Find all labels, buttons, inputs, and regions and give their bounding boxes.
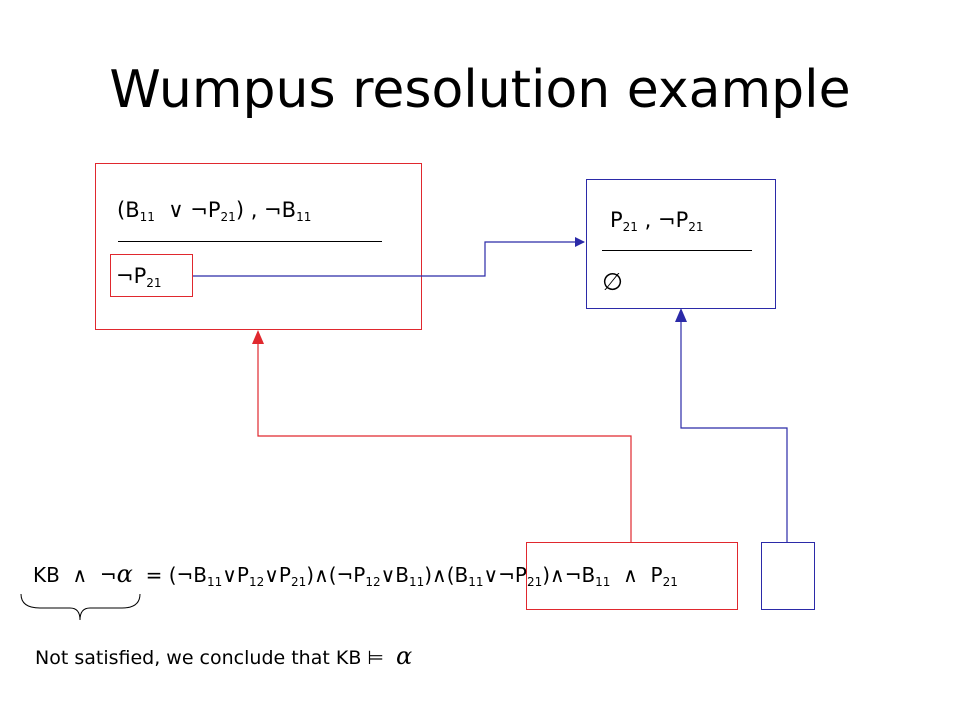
left-box-result-frame <box>110 254 193 297</box>
red-connector <box>257 344 632 542</box>
arrow-result-to-right-box <box>193 237 585 277</box>
kb-brace <box>20 593 141 621</box>
resolution-box-left <box>95 163 422 330</box>
empty-set-symbol: ∅ <box>602 268 623 296</box>
right-box-divider <box>602 250 752 251</box>
clause-frame-red <box>526 542 738 610</box>
slide-title: Wumpus resolution example <box>109 60 851 120</box>
clause-frame-blue <box>761 542 815 610</box>
left-box-result: ¬P21 <box>116 264 162 290</box>
right-box-premises: P21 , ¬P21 <box>610 208 704 234</box>
blue-connector <box>680 322 788 542</box>
left-box-divider <box>118 241 382 242</box>
kb-formula: KB ∧ ¬α = (¬B11∨P12∨P21)∧(¬P12∨B11)∧(B11… <box>33 560 678 589</box>
blue-arrowhead <box>675 308 687 322</box>
conclusion-text: Not satisfied, we conclude that KB ⊨ α <box>35 642 413 670</box>
red-arrowhead <box>252 330 264 344</box>
left-box-premises: (B11 ∨ ¬P21) , ¬B11 <box>117 198 312 224</box>
